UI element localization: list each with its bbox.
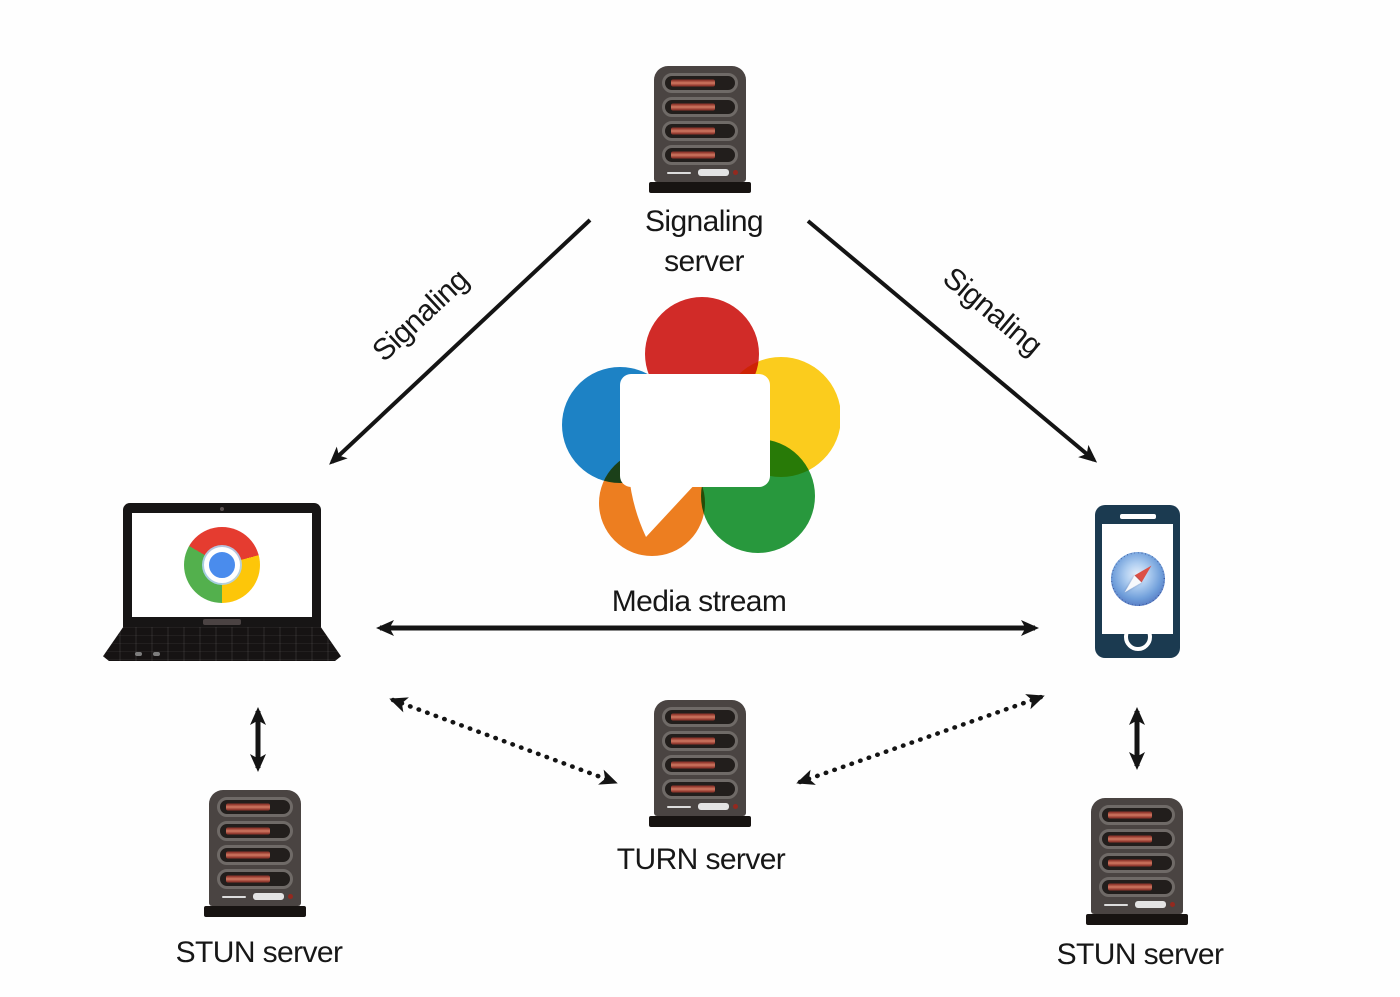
signaling-server-label: Signaling server [644,202,764,282]
speech-bubble [620,374,770,537]
stun-server-right-label: STUN server [1056,938,1224,971]
phone-turn-dotted-arrow [796,694,1045,785]
signaling-server-icon [649,66,751,193]
webrtc-logo-icon [562,297,840,556]
signaling-arrow-right [806,219,1098,463]
webcam-dot-icon [220,507,224,511]
laptop-screen [123,503,321,627]
server-rack-body [209,790,301,906]
server-rack-body [654,66,746,182]
phone-safari-icon [1095,505,1180,658]
safari-logo-icon [1110,552,1165,606]
turn-server-label: TURN server [616,843,786,876]
server-rack-body [654,700,746,816]
phone-home-button [1123,623,1152,651]
laptop-turn-dotted-arrow [389,697,618,785]
laptop-keyboard-base [103,627,341,661]
media-stream-label: Media stream [611,585,787,618]
signaling-arrow-left [329,218,592,465]
phone-screen [1102,524,1173,634]
signaling-server-label-line2: server [664,245,744,278]
stun-server-left-label: STUN server [175,936,343,969]
chrome-logo-icon [184,527,260,603]
stun-server-left-icon [204,790,306,917]
stun-server-right-icon [1086,798,1188,925]
server-rack-body [1091,798,1183,914]
phone-speaker [1119,514,1156,519]
signaling-server-label-line1: Signaling [644,205,764,238]
turn-server-icon [649,700,751,827]
laptop-chrome-icon [103,503,341,661]
